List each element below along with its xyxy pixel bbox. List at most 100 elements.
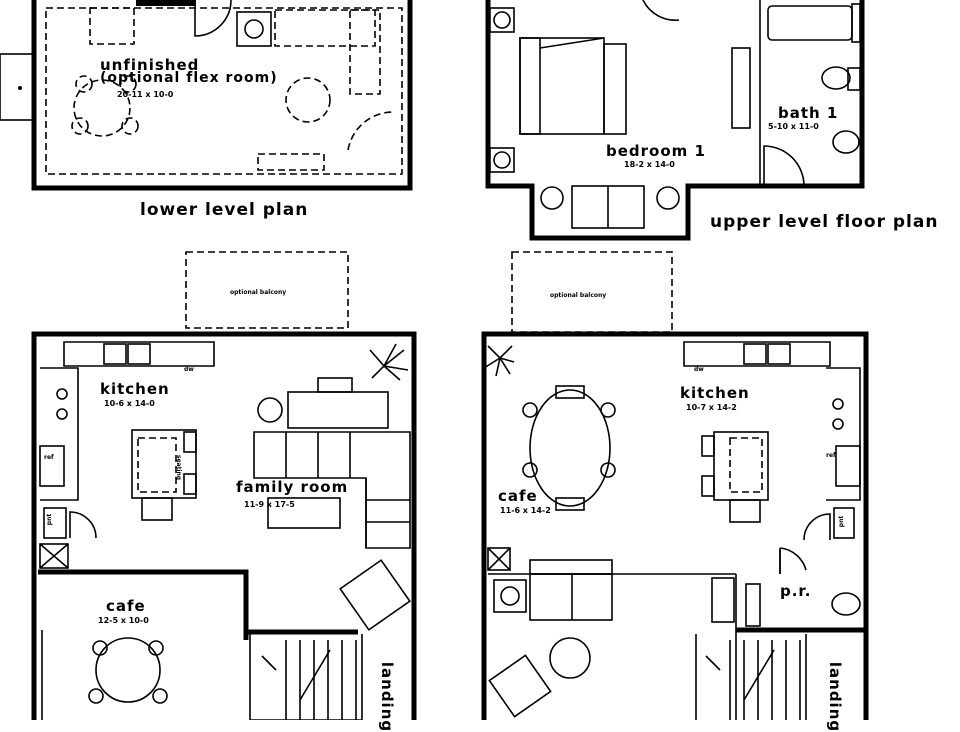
sink-bowl <box>743 343 767 365</box>
sink-bowl <box>127 343 151 365</box>
family-room-name: family room <box>236 478 349 496</box>
lower-level-walls <box>31 0 413 191</box>
right-balcony-label: optional balcony <box>550 292 607 299</box>
dining-chair <box>600 402 616 418</box>
side-table <box>540 186 564 210</box>
pantry-door-swing <box>69 511 97 539</box>
bath-dimensions: 5-10 x 11-0 <box>768 122 819 131</box>
ottoman <box>549 637 591 679</box>
burner <box>56 388 68 400</box>
dining-chair <box>555 497 585 511</box>
family-room-dimensions: 11-9 x 17-5 <box>244 500 295 509</box>
lower-level-plan <box>0 0 413 191</box>
main-level-left-plan <box>31 331 417 720</box>
dining-chair <box>600 462 616 478</box>
sofa-cushions <box>285 432 410 548</box>
upper-level-title: upper level floor plan <box>710 212 939 232</box>
left-fridge-label: ref <box>44 454 54 461</box>
nightstand <box>489 7 515 33</box>
right-kitchen-dimensions: 10-7 x 14-2 <box>686 403 737 412</box>
toilet-tank <box>847 67 861 91</box>
optional-bench <box>257 153 325 171</box>
armchair <box>488 654 552 718</box>
right-cafe-dimensions: 11-6 x 14-2 <box>500 506 551 515</box>
powder-room-name: p.r. <box>780 582 812 600</box>
left-stairs <box>249 634 363 720</box>
sink-bowl <box>103 343 127 365</box>
bed-headboard <box>519 37 541 135</box>
nightstand <box>489 147 515 173</box>
optional-door-swing <box>347 111 395 151</box>
dining-chair <box>522 462 538 478</box>
island-stool <box>701 435 715 457</box>
bath-name: bath 1 <box>778 104 839 122</box>
armchair <box>339 559 411 631</box>
pantry-door-swing <box>803 513 831 541</box>
kitchen-island <box>131 429 197 499</box>
upper-level-walls <box>485 0 865 241</box>
cafe-partition <box>38 569 249 640</box>
oval-dining-table <box>529 389 611 507</box>
right-kitchen-name: kitchen <box>680 384 750 402</box>
left-pantry-label: pnt <box>46 513 54 526</box>
cafe-chair <box>92 640 108 656</box>
dash-chair <box>75 75 93 93</box>
water-heater <box>236 11 272 47</box>
dining-chair <box>555 385 585 399</box>
left-dishwasher-label: dw <box>184 366 194 373</box>
upper-level-plan <box>485 0 865 241</box>
toilet <box>821 66 851 90</box>
sink-bowl <box>767 343 791 365</box>
pantry <box>43 507 67 539</box>
bed-cover <box>539 37 605 49</box>
island-seating-label: seating <box>175 454 183 481</box>
lower-entry-stoop <box>0 53 35 121</box>
island-stool <box>183 431 197 453</box>
lamp-icon <box>493 11 511 29</box>
right-plant-icon <box>483 345 515 377</box>
left-balcony-label: optional balcony <box>230 289 287 296</box>
left-main-walls <box>31 331 417 720</box>
sofa-back <box>529 559 613 575</box>
right-kitchen-counter-top <box>683 341 831 367</box>
powder-vanity-left <box>711 577 735 623</box>
right-xbox-cross <box>487 547 511 571</box>
flex-room-note: (optional flex room) <box>100 70 278 86</box>
right-fridge-label: ref <box>826 452 836 459</box>
cafe-round-table <box>95 637 161 703</box>
cafe-chair <box>148 640 164 656</box>
lamp-icon <box>493 151 511 169</box>
right-kitchen-island <box>713 431 769 501</box>
optional-counter <box>274 9 376 47</box>
dash-chair <box>71 117 89 135</box>
left-kitchen-dimensions: 10-6 x 14-0 <box>104 399 155 408</box>
powder-door-swing <box>779 547 807 574</box>
refrigerator <box>39 445 65 487</box>
left-optional-balcony <box>185 251 349 329</box>
right-xbox <box>487 547 511 571</box>
main-level-right-plan <box>481 331 869 720</box>
cafe-chair <box>152 688 168 704</box>
left-landing-label: landing <box>378 661 397 732</box>
coffee-table <box>267 497 341 529</box>
side-table <box>656 186 680 210</box>
cafe-chair <box>88 688 104 704</box>
right-cafe-name: cafe <box>498 487 538 505</box>
bed <box>519 37 605 135</box>
flex-room-name: unfinished <box>100 56 200 74</box>
water-heater-tank <box>244 19 264 39</box>
burner <box>56 408 68 420</box>
lower-door-swing <box>194 0 232 37</box>
island-stool <box>729 499 761 523</box>
tub-ledge <box>851 3 861 43</box>
left-cafe-name: cafe <box>106 597 146 615</box>
dresser <box>603 43 627 135</box>
left-xbox <box>39 543 69 569</box>
bedroom-name: bedroom 1 <box>606 142 706 160</box>
lower-level-title: lower level plan <box>140 200 309 220</box>
island-stool <box>183 473 197 495</box>
island-stool <box>701 475 715 497</box>
right-landing-label: landing <box>826 661 845 732</box>
island-sink-outline <box>137 437 177 493</box>
left-xbox-cross <box>39 543 69 569</box>
